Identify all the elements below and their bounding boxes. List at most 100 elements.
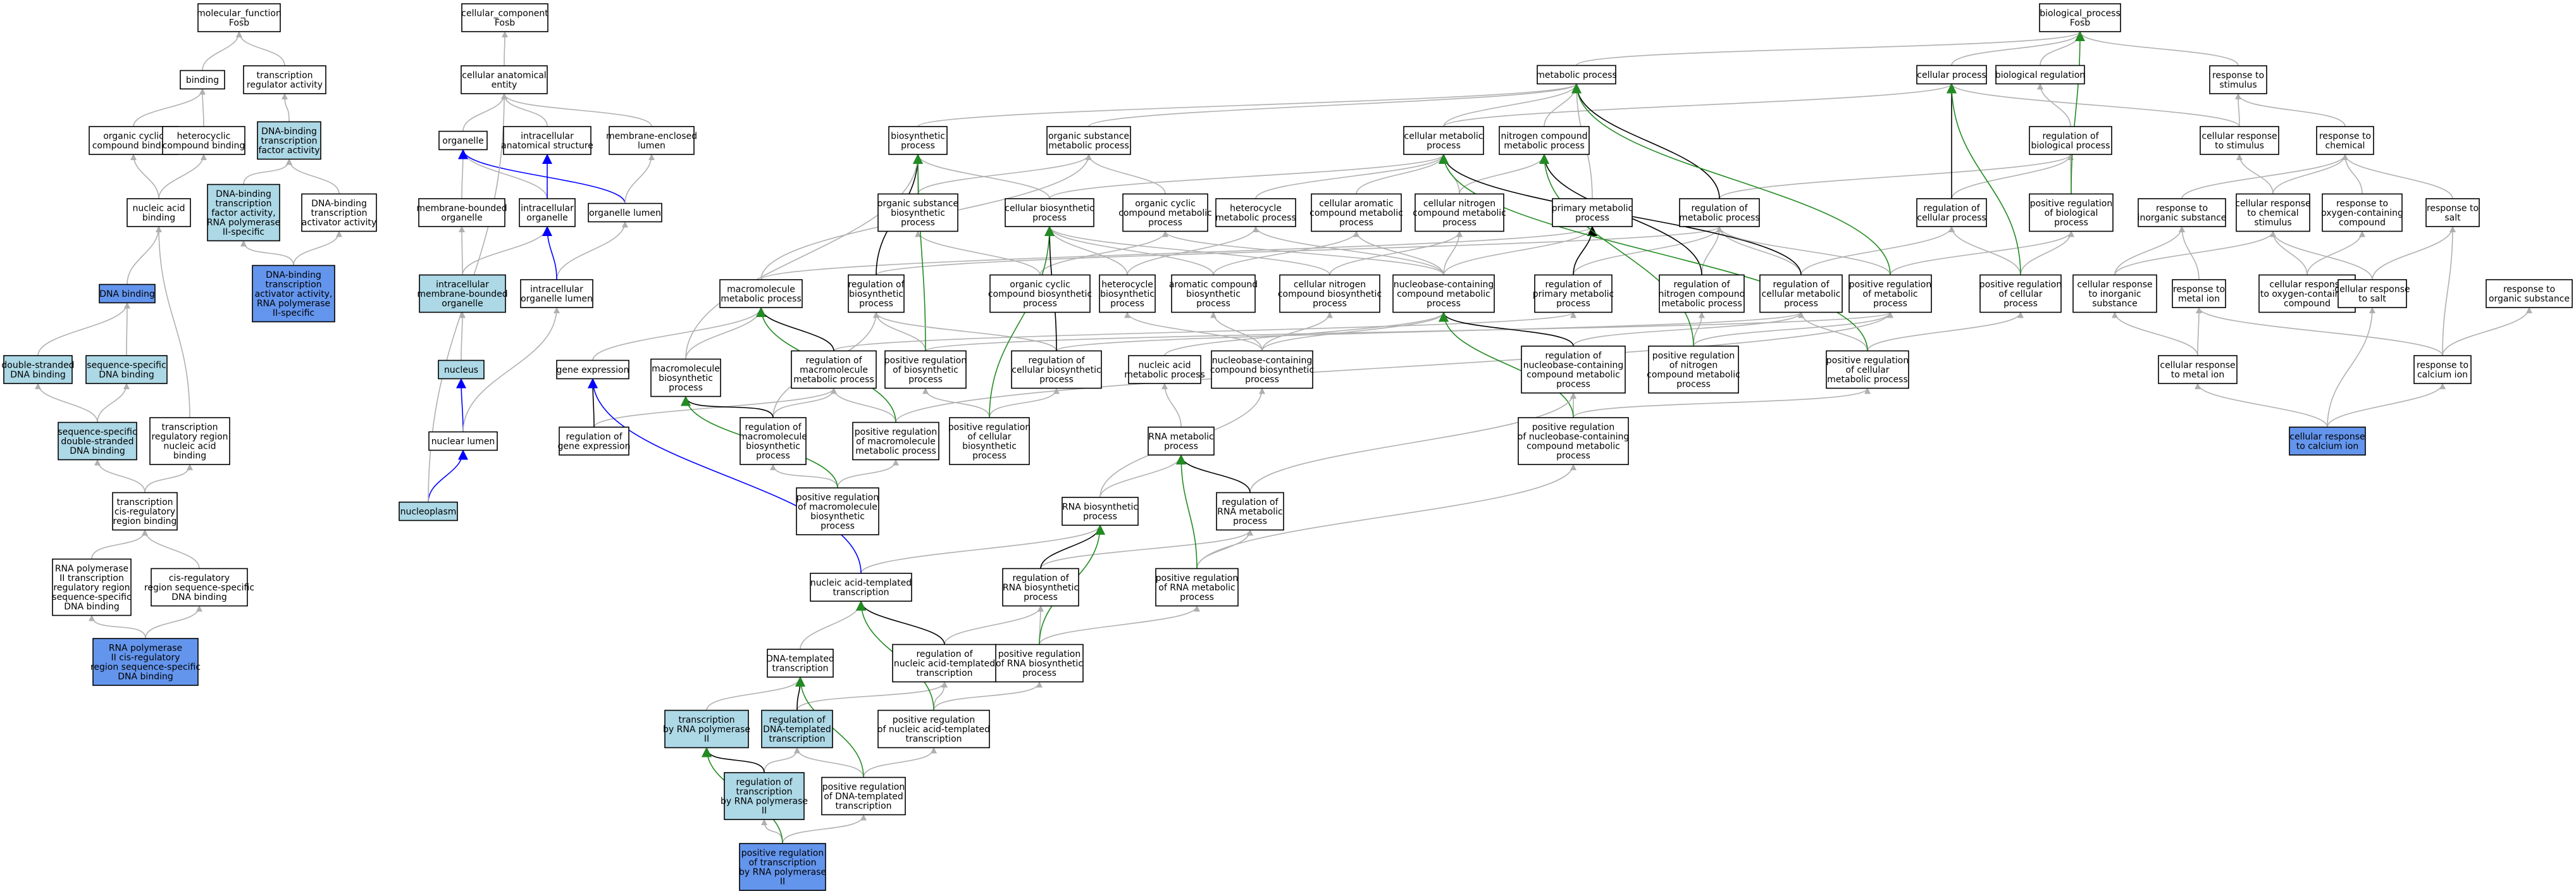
edge-isa-nbcbp-to-cncbp [1261,311,1333,351]
term-label-line: response to [2427,204,2479,214]
edge-reg-rmbsp-to-mbsp [681,396,774,418]
term-label-line: positive regulation [1979,280,2062,290]
term-label-line: of macromolecule [856,437,936,447]
term-label-line: RNA biosynthetic [1062,502,1138,513]
term-label-line: positive regulation [998,649,1081,659]
edge-isa-crtis-to-rtis [2114,226,2185,275]
term-label-line: process [901,218,935,228]
term-box [503,126,591,155]
edge-isa-rcp-to-rbp [1951,154,2074,199]
term-box [892,644,997,683]
term-label-line: positive regulation [893,715,975,725]
edge-isa-prcbsp-to-prbsp [922,387,990,418]
term-label-line: process [1427,299,1461,309]
edge-isa-cmp-to-cp [1443,83,1955,127]
term-label-line: regulation of [566,432,622,442]
edge-isa-crs-to-rts [2235,93,2242,127]
term-label-line: regulation of [1773,280,1830,290]
edge-reg-rpmp-to-pmp [1573,226,1597,275]
term-label-line: transcription [261,136,317,146]
edge-isa-prrnabsp-to-prrnamp [1039,605,1200,645]
term-box [2425,198,2480,227]
term-label-line: transcription [905,734,962,744]
term-label-line: process [1032,213,1067,223]
term-label-line: to salt [2358,294,2386,304]
edge-isa-het_bind-to-binding [199,88,206,127]
term-label-line: II [762,806,767,816]
edge-isa-namp-to-nbcmp [1164,311,1447,356]
term-label-line: nucleic acid [1138,361,1191,371]
term-label-line: salt [2444,213,2461,223]
term-box [1171,274,1256,313]
term-label-line: of transcription [749,858,817,868]
edge-pos-prbp-to-bp [2071,31,2085,194]
edge-part-iol-to-io [542,226,557,280]
term-box [3,355,73,384]
edge-reg-rnbcmp-to-nbcmp [1439,311,1574,347]
term-box [1979,274,2062,313]
term-label-line: organic cyclic [1010,280,1070,290]
term-label-line: regulation of [1923,204,1980,214]
term-label-line: II [704,734,709,744]
term-label-line: response to [2156,204,2208,214]
term-box [1552,198,1633,227]
edge-isa-prtpol2-to-prdtt [782,814,867,844]
term-label-line: factor activity [258,146,319,156]
term-box [852,421,939,461]
term-label-line: positive regulation [741,849,824,859]
edge-pos-prcbsp-to-cbp [989,226,1055,418]
term-label-line: sequence-specific [58,427,137,437]
term-node-nucleoplasm: nucleoplasm [399,501,458,521]
edge-isa-prncmp-to-prmp [1693,311,1893,347]
term-label-line: transcription [916,668,972,678]
edge-isa-crtmi-to-crtis [2112,311,2198,356]
term-label-line: regulation of [745,423,802,433]
edge-isa-cncmp-to-ncmp [1459,154,1547,194]
term-label-line: cellular metabolic [1404,132,1483,142]
edge-isa-prnbcmp-to-prcmp [1573,387,1871,418]
term-label-line: response to [2319,132,2371,142]
edge-isa-cbp-to-cmp [1049,154,1447,199]
edge-isa-crtocc-to-rtocc [2307,230,2365,275]
edge-reg-rtpol2-to-tpol2 [702,747,765,773]
term-box [2072,274,2157,313]
term-box [724,772,805,820]
term-label-line: biosynthetic [659,373,713,383]
edge-isa-crtci-to-rtci [2327,383,2446,428]
edge-isa-cncbp-to-cncmp [1329,230,1463,275]
term-label-line: biosynthetic [810,512,865,522]
term-label-line: heterocycle [1230,204,1282,214]
term-label-line: response to [2212,71,2264,81]
term-label-line: process [901,141,935,151]
term-label-line: metabolic process [1048,141,1129,151]
term-node-nucleus: nucleus [438,359,485,380]
term-node-cp: cellular process [1916,65,1987,85]
term-box [1148,427,1215,456]
term-box [519,198,576,227]
term-label-line: transcription [265,280,321,290]
term-box [149,417,230,465]
term-box [2486,279,2573,308]
term-label-line: sequence-specific [87,361,166,371]
edge-isa-nbcmp-to-cncmp [1443,230,1463,275]
term-box [1122,193,1208,232]
term-label-line: biosynthetic [891,208,945,218]
term-box [2158,355,2238,384]
edge-isa-crtocc-to-crcs [2270,230,2308,275]
term-label-line: positive regulation [1849,280,1931,290]
